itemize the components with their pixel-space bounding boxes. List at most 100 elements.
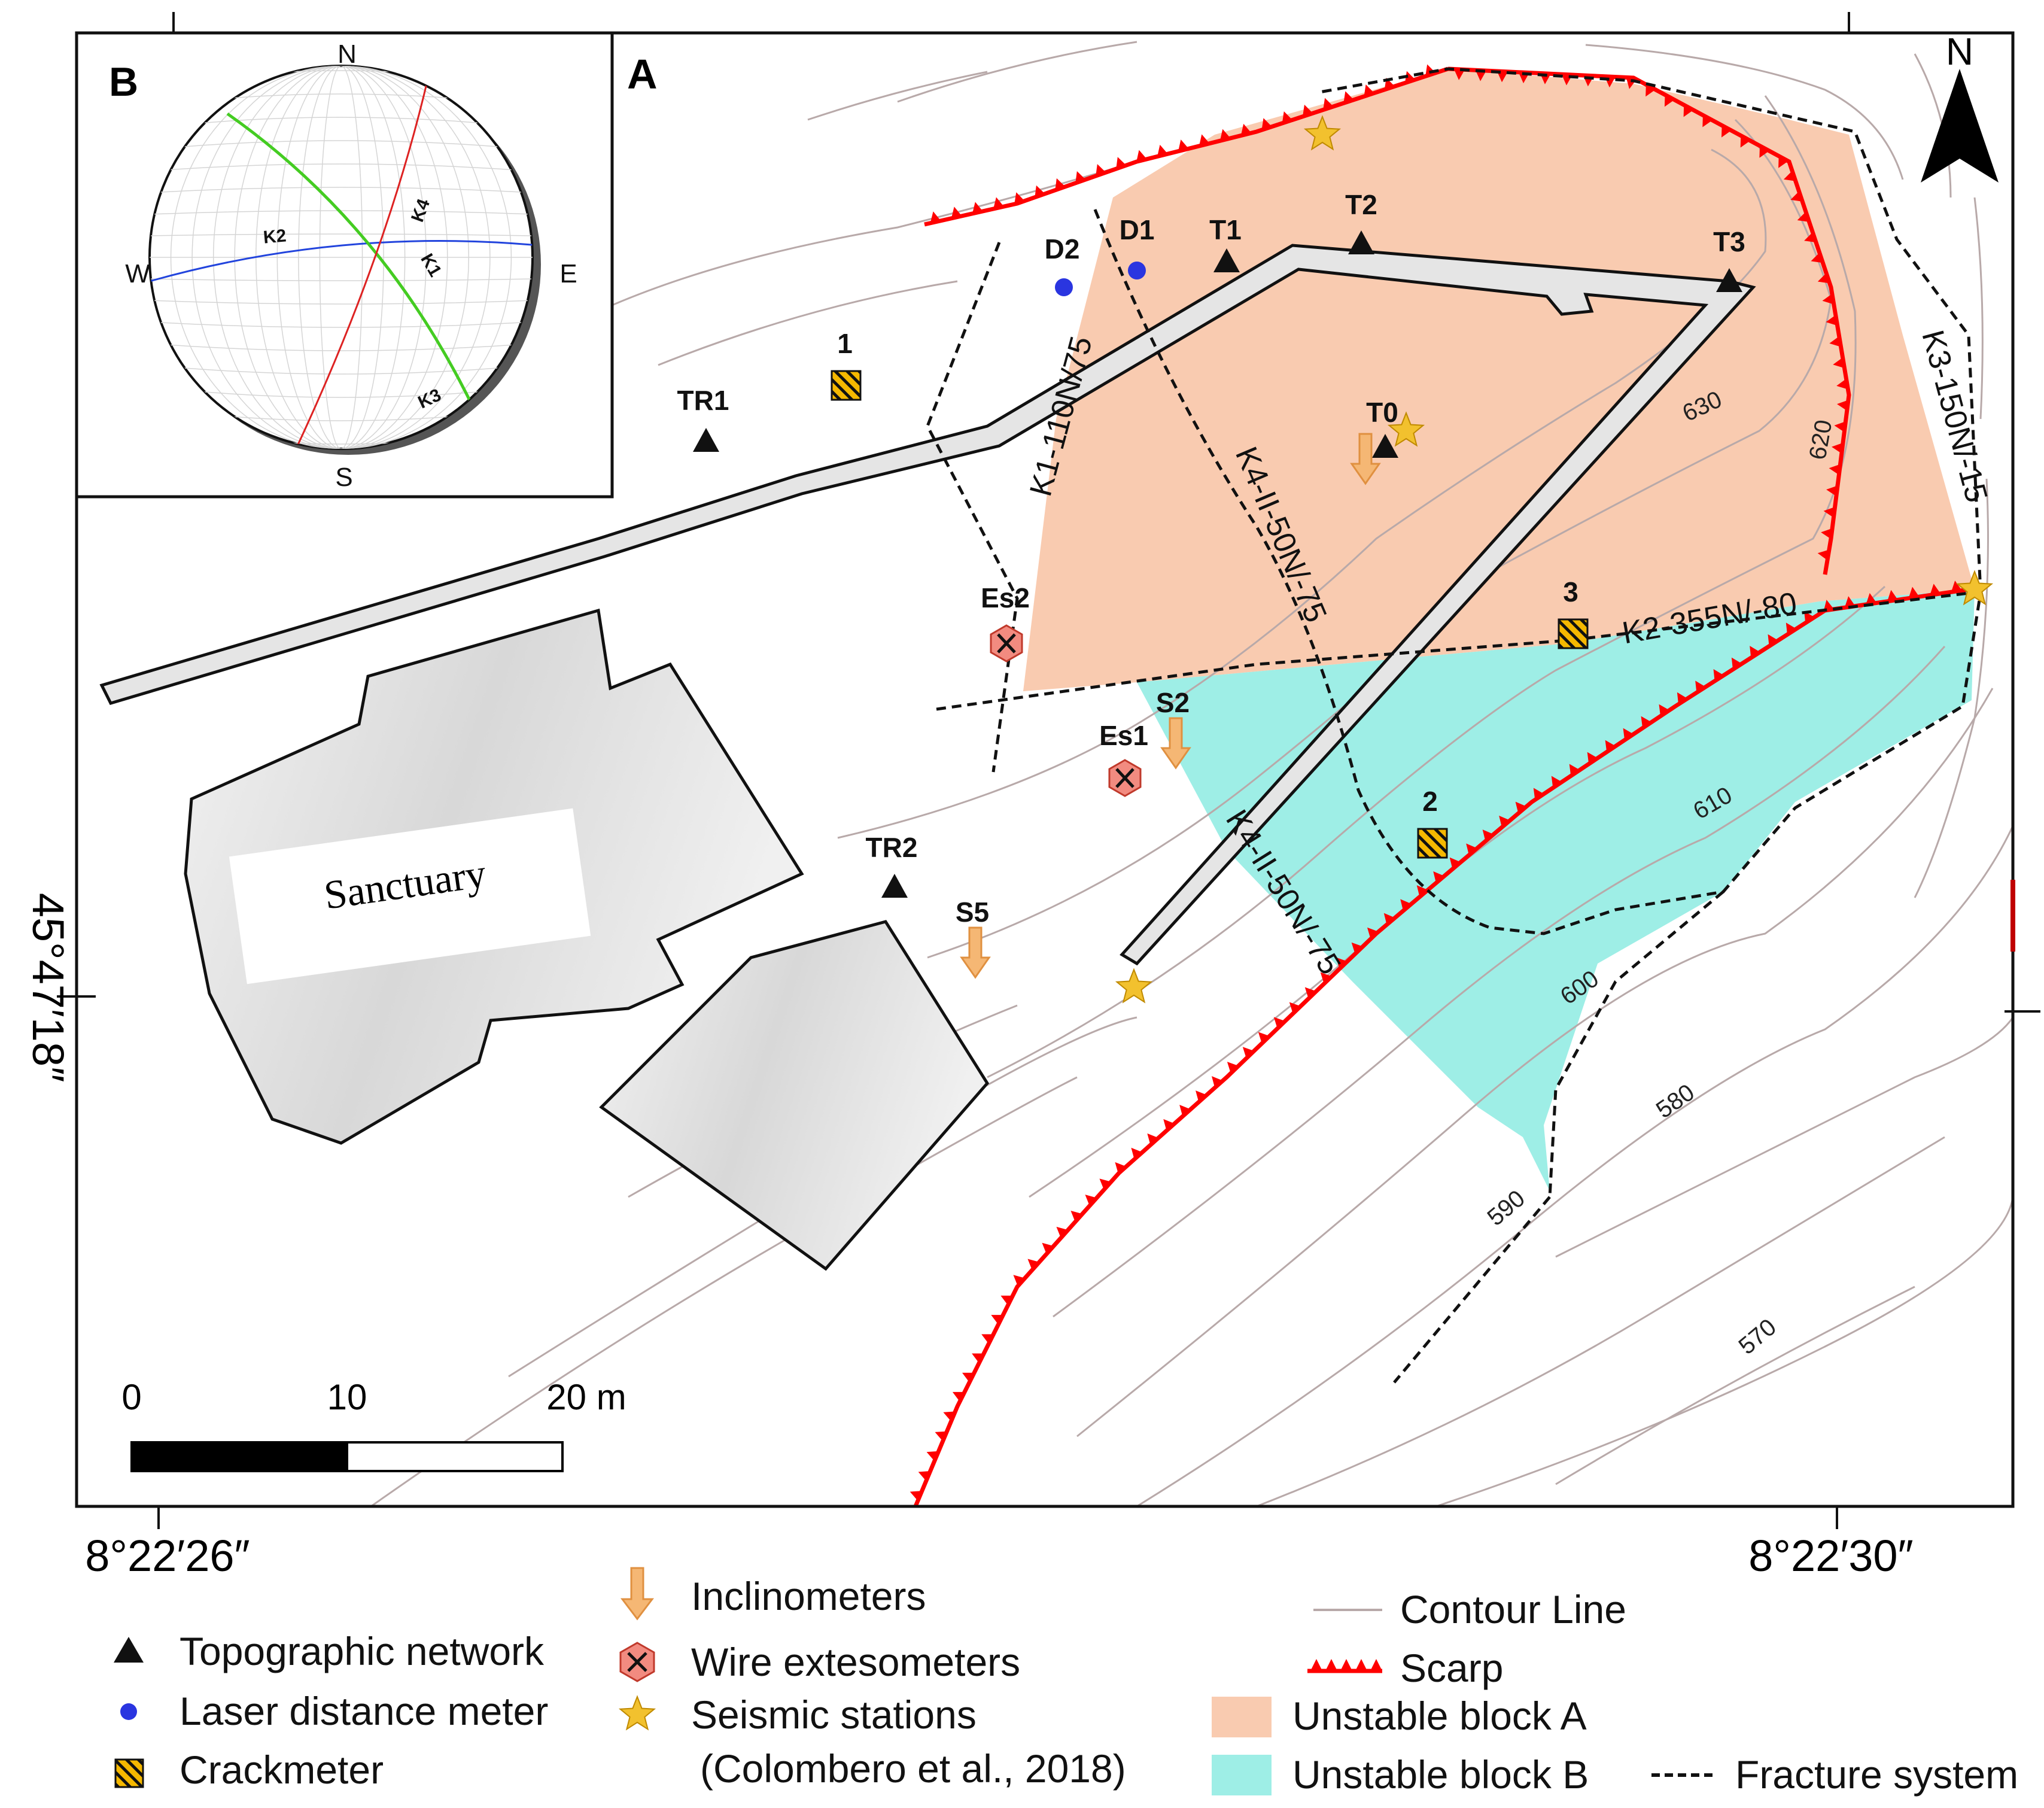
scarp-tooth <box>1242 1047 1254 1059</box>
scarp-tooth <box>1075 171 1086 183</box>
scale-label-10: 10 <box>327 1377 367 1417</box>
scarp-tooth <box>1147 1133 1159 1145</box>
scarp-tooth <box>1829 336 1841 347</box>
scarp-tooth <box>1821 528 1833 539</box>
legend-seismic: Seismic stations <box>691 1692 977 1737</box>
scarp-tooth <box>1783 171 1796 181</box>
scarp-tooth <box>1551 776 1562 788</box>
scarp-tooth <box>1096 164 1106 177</box>
scarp-tooth <box>1823 507 1835 518</box>
legend-crackmeter-icon <box>114 1758 144 1788</box>
scarp-tooth <box>1817 273 1830 284</box>
legend-seismic-ref: (Colombero et al., 2018) <box>700 1746 1126 1791</box>
scarp-tooth <box>935 1431 947 1442</box>
scarp-tooth <box>1721 125 1732 138</box>
label-c2: 2 <box>1422 786 1438 817</box>
legend-fracture: Fracture system <box>1735 1752 2018 1797</box>
scarp-tooth <box>952 1391 965 1402</box>
scarp-tooth <box>1273 1017 1285 1029</box>
stereo-label-k2: K2 <box>263 226 287 247</box>
seismic-station-4 <box>1955 570 1994 606</box>
scarp-tooth <box>1343 91 1354 104</box>
scarp-tooth <box>1157 144 1168 157</box>
label-t3: T3 <box>1713 226 1745 257</box>
stereo-plane-k4 <box>292 66 432 449</box>
stereo-s: S <box>335 463 352 492</box>
crackmeter-1 <box>831 370 862 401</box>
scarp-tooth <box>943 1411 956 1421</box>
scarp-tooth <box>1196 1090 1207 1102</box>
scarp-tooth <box>1826 315 1838 326</box>
scarp-tooth <box>1768 634 1778 646</box>
scarp-tooth <box>1383 913 1395 925</box>
scarp-tooth <box>1136 150 1147 162</box>
scarp-tooth <box>991 1315 1003 1325</box>
unstable-block-b <box>1137 590 1975 1191</box>
scarp-tooth <box>1804 232 1817 243</box>
stereo-grid-line <box>150 233 533 236</box>
scarp-tooth <box>1496 71 1508 83</box>
station-t2 <box>1348 230 1374 254</box>
station-tr1 <box>693 428 719 452</box>
stereo-plane-k2 <box>150 240 533 282</box>
scarp-tooth <box>1000 1295 1013 1306</box>
scarp-tooth <box>1887 590 1898 601</box>
scarp-tooth <box>926 1451 939 1461</box>
scarp-tooth <box>1115 1162 1127 1174</box>
scarp-tooth <box>1475 70 1486 81</box>
legend-scarp: Scarp <box>1400 1646 1503 1690</box>
scarp-tooth <box>1416 885 1428 897</box>
scarp-tooth <box>1908 587 1920 598</box>
seismic-station-3 <box>1115 968 1153 1004</box>
scarp-tooth <box>1449 857 1461 870</box>
scarp-tooth <box>1035 185 1045 197</box>
scarp-tooth <box>1797 211 1809 222</box>
legend-block-a-icon <box>1212 1697 1272 1737</box>
scarp-tooth <box>910 1491 922 1501</box>
lon-right-label: 8°22′30″ <box>1748 1531 1913 1581</box>
stereo-grid-line <box>150 187 533 193</box>
legend-topographic: Topographic network <box>180 1629 545 1673</box>
scarp-tooth <box>1258 1032 1270 1044</box>
contour-label-580: 580 <box>1651 1079 1699 1123</box>
legend-scarp-icon <box>1307 1659 1382 1673</box>
extensometer-es1 <box>1108 759 1142 797</box>
scarp-tooth <box>1400 899 1412 911</box>
legend-inclinometers: Inclinometers <box>691 1574 926 1618</box>
scarp-tooth <box>1645 84 1656 97</box>
crackmeter-3 <box>1558 618 1589 649</box>
scarp-tooth <box>1042 1242 1054 1254</box>
sanctuary-label-box <box>229 808 591 984</box>
scarp-tooth <box>1569 764 1580 776</box>
contour-label-590: 590 <box>1483 1185 1530 1231</box>
scarp-tooth <box>1759 145 1769 158</box>
panel-a-label: A <box>627 51 658 98</box>
label-t1: T1 <box>1209 214 1242 245</box>
coordinate-ticks <box>57 12 2040 1529</box>
inclinometer-s5 <box>960 926 991 979</box>
scarp-tooth <box>1515 801 1527 814</box>
scarp-tooth <box>1866 592 1877 605</box>
scarp-tooth <box>1219 129 1231 141</box>
legend-seismic-icon <box>618 1695 656 1731</box>
scarp-tooth <box>1659 704 1669 716</box>
scarp-tooth <box>1405 71 1416 83</box>
scarp-tooth <box>1623 728 1634 740</box>
scale-bar: 0 10 20 m <box>121 1377 626 1472</box>
stereo-e: E <box>559 259 577 288</box>
scarp-tooth <box>1351 942 1363 954</box>
laser-d2 <box>1055 278 1073 296</box>
label-t0: T0 <box>1366 397 1398 428</box>
scarp-tooth <box>1664 95 1675 107</box>
label-tr1: TR1 <box>677 385 729 416</box>
scarp-tooth <box>1605 740 1616 752</box>
scarp-tooth <box>1930 584 1941 595</box>
crackmeters <box>831 370 1589 859</box>
scarp-tooth <box>1367 927 1379 940</box>
stereonet-inset: B N S W E K2 K4 K1 K3 <box>75 31 614 499</box>
scarp-tooth <box>1833 357 1845 369</box>
scarp-tooth <box>1056 1226 1068 1238</box>
scarp-tooth <box>1261 118 1272 130</box>
scarp-tooth <box>1702 115 1713 127</box>
topographic-stations <box>693 230 1742 898</box>
